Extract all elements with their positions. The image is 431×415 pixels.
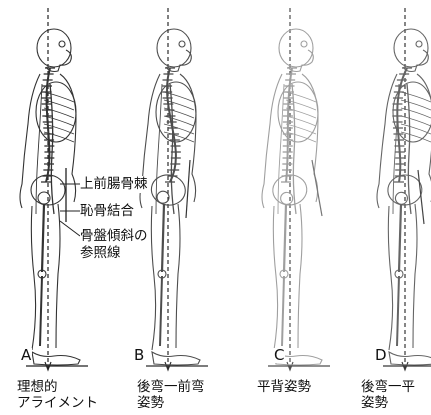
skeleton-figure-b <box>140 8 208 370</box>
femur-b <box>162 204 164 272</box>
leg-front-c <box>298 204 302 348</box>
caption-b-line1: 後弯一前弯 <box>137 379 205 395</box>
arm-d <box>407 84 411 214</box>
skull-d <box>394 29 428 67</box>
panel-letter-a: A <box>20 348 32 363</box>
panel-letter-c: C <box>273 348 285 363</box>
foot-a <box>32 352 80 365</box>
pelvic-tilt-reference-line-b <box>186 160 190 218</box>
caption-b: 後弯一前弯 姿勢 <box>137 379 205 411</box>
hip-joint-d <box>395 192 408 205</box>
caption-a-line1: 理想的 <box>17 379 98 395</box>
annotation-asis: 上前腸骨棘 <box>80 176 148 193</box>
tibia-a <box>40 276 42 346</box>
leg-back-d <box>388 206 392 350</box>
caption-a-line2: アライメント <box>17 395 98 411</box>
panel-letter-d: D <box>374 348 388 363</box>
skull-a <box>37 29 71 67</box>
foot-b <box>152 352 200 365</box>
tibia-d <box>397 276 399 346</box>
femur-a <box>42 204 44 272</box>
skeleton-figure-d <box>377 8 431 370</box>
torso-back-c <box>262 74 282 208</box>
leg-front-a <box>56 204 60 348</box>
eye-socket-b <box>179 41 185 47</box>
femur-c <box>284 204 286 272</box>
caption-d-line2: 姿勢 <box>361 395 415 411</box>
eye-socket-d <box>416 41 422 47</box>
leg-front-b <box>176 204 180 348</box>
caption-a: 理想的 アライメント <box>17 379 98 411</box>
annotation-pubic-symphysis: 恥骨結合 <box>80 203 134 220</box>
annotation-pelvic-tilt-line1: 骨盤傾斜の <box>80 228 148 245</box>
foot-d <box>389 352 431 365</box>
skull-c <box>279 29 313 67</box>
pelvic-tilt-reference-line-c <box>312 160 322 216</box>
caption-b-line2: 姿勢 <box>137 395 205 411</box>
caption-d: 後弯一平 姿勢 <box>361 379 415 411</box>
leg-front-d <box>413 204 417 348</box>
leader-line-pelvic-tilt <box>60 221 80 236</box>
caption-c: 平背姿勢 <box>257 379 311 395</box>
annotation-pelvic-tilt-reference: 骨盤傾斜の 参照線 <box>80 228 148 262</box>
torso-back-a <box>20 74 40 208</box>
annotation-pelvic-tilt-line2: 参照線 <box>80 245 148 262</box>
pelvic-tilt-reference-line-d <box>418 170 424 224</box>
skeleton-figure-c <box>262 8 330 370</box>
leg-back-b <box>151 206 155 350</box>
caption-c-line1: 平背姿勢 <box>257 379 311 395</box>
leg-back-c <box>273 206 277 350</box>
eye-socket-c <box>301 41 307 47</box>
skull-b <box>157 29 191 67</box>
hip-joint-c <box>280 192 293 205</box>
torso-back-d <box>377 74 397 208</box>
leg-back-a <box>31 206 35 350</box>
eye-socket-a <box>59 41 65 47</box>
caption-d-line1: 後弯一平 <box>361 379 415 395</box>
tibia-c <box>282 276 284 346</box>
skeleton-figure-a <box>20 8 88 370</box>
tibia-b <box>160 276 162 346</box>
femur-d <box>399 204 401 272</box>
panel-letter-b: B <box>133 348 145 363</box>
